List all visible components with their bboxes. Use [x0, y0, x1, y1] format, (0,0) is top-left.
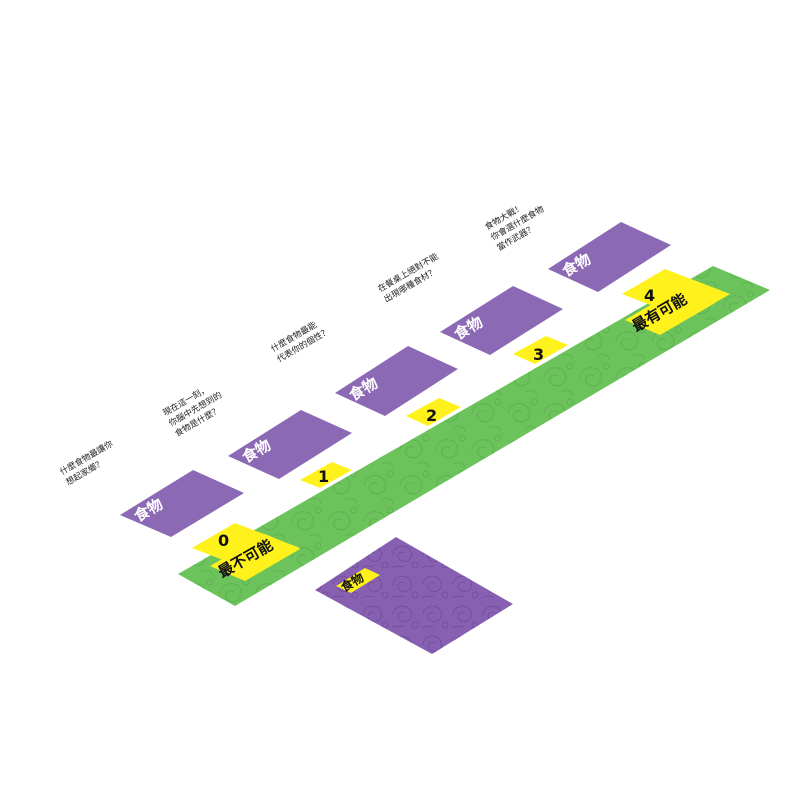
marker-0-number: 0: [218, 531, 229, 550]
card-deck-tag: [336, 568, 380, 593]
marker-3: 3: [513, 336, 568, 364]
marker-3-number: 3: [533, 345, 544, 364]
question-4: 在餐桌上絕對不能 出現哪種食材？: [376, 251, 441, 305]
scale-board: [178, 266, 770, 606]
marker-4-number: 4: [644, 286, 655, 305]
question-2: 現在這一刻， 你腦中先想到的 食物是什麼？: [161, 384, 224, 440]
question-1: 什麼食物最讓你 想起家鄉？: [58, 438, 115, 488]
scale-board-texture: [178, 266, 770, 606]
card-deck-texture: [315, 537, 513, 654]
card-deck[interactable]: 食物: [315, 537, 513, 654]
question-3: 什麼食物最能 代表你的個性？: [269, 319, 332, 365]
food-card-1[interactable]: 食物: [120, 470, 244, 537]
question-5: 食物大戰！ 你會選什麼食物 當作武器？: [483, 202, 546, 254]
marker-1-number: 1: [318, 467, 329, 486]
food-card-2[interactable]: 食物: [228, 410, 352, 479]
marker-2-number: 2: [426, 406, 437, 425]
marker-1: 1: [300, 462, 352, 488]
marker-2: 2: [406, 398, 461, 426]
